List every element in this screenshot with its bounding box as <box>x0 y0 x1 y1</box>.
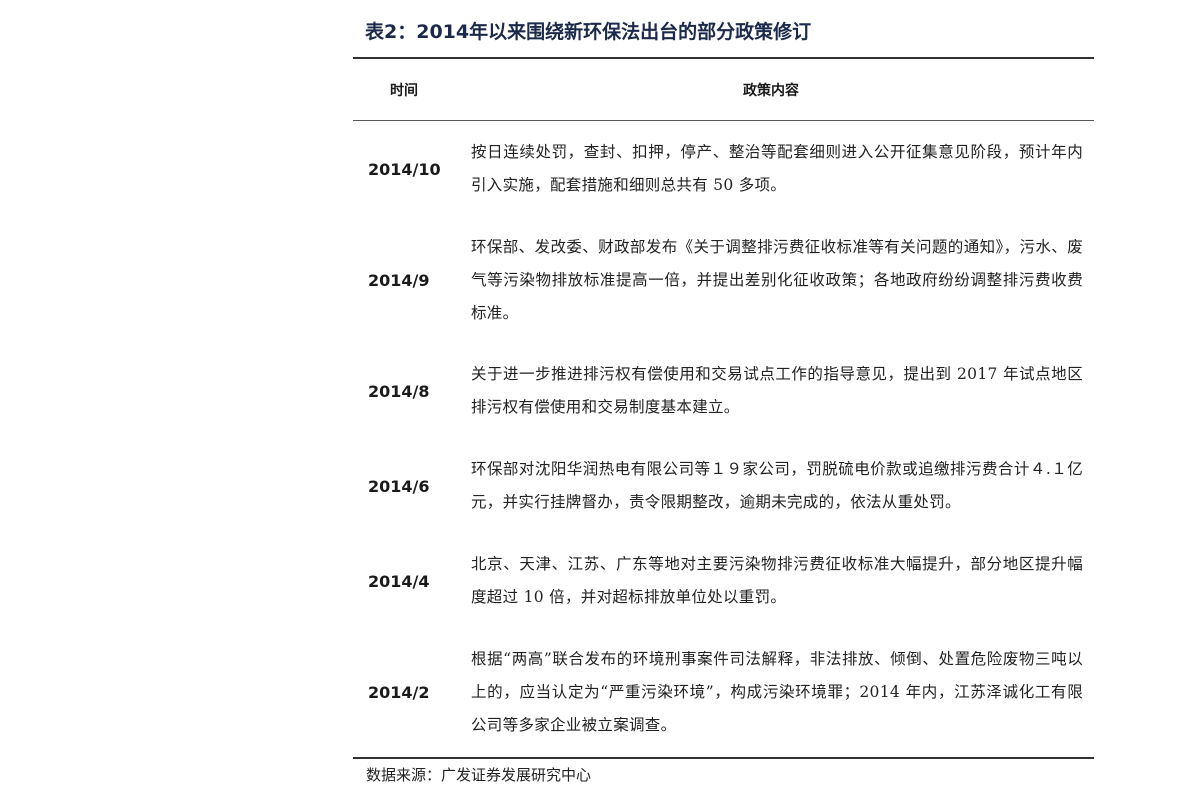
row-content: 按日连续处罚，查封、扣押，停产、整治等配套细则进入公开征集意见阶段，预计年内引入… <box>471 143 1083 194</box>
table-row: 2014/9 环保部、发改委、财政部发布《关于调整排污费征收标准等有关问题的通知… <box>353 231 1094 330</box>
row-date: 2014/6 <box>368 476 430 496</box>
column-header-date: 时间 <box>390 83 418 99</box>
row-date: 2014/10 <box>368 159 441 179</box>
table-row: 2014/4 北京、天津、江苏、广东等地对主要污染物排污费征收标准大幅提升，部分… <box>353 548 1094 614</box>
top-rule <box>353 57 1094 59</box>
row-date: 2014/2 <box>368 683 430 702</box>
table-title: 表2：2014年以来围绕新环保法出台的部分政策修订 <box>365 21 812 43</box>
row-date: 2014/4 <box>368 571 430 591</box>
row-content: 根据“两高”联合发布的环境刑事案件司法解释，非法排放、倾倒、处置危险废物三吨以上… <box>471 650 1083 734</box>
row-content: 北京、天津、江苏、广东等地对主要污染物排污费征收标准大幅提升，部分地区提升幅度超… <box>471 555 1083 606</box>
column-header-content: 政策内容 <box>743 83 799 99</box>
row-content: 环保部对沈阳华润热电有限公司等１９家公司，罚脱硫电价款或追缴排污费合计４.１亿元… <box>471 460 1083 511</box>
data-source-note: 数据来源：广发证券发展研究中心 <box>366 766 592 784</box>
table-row: 2014/8 关于进一步推进排污权有偿使用和交易试点工作的指导意见，提出到 20… <box>353 358 1094 424</box>
header-rule <box>353 120 1094 121</box>
table-row: 2014/10 按日连续处罚，查封、扣押，停产、整治等配套细则进入公开征集意见阶… <box>353 136 1094 202</box>
row-content: 关于进一步推进排污权有偿使用和交易试点工作的指导意见，提出到 2017 年试点地… <box>471 365 1083 416</box>
row-date: 2014/8 <box>368 381 430 401</box>
bottom-rule <box>353 757 1094 759</box>
row-date: 2014/9 <box>368 271 430 290</box>
table-row: 2014/2 根据“两高”联合发布的环境刑事案件司法解释，非法排放、倾倒、处置危… <box>353 643 1094 742</box>
table-row: 2014/6 环保部对沈阳华润热电有限公司等１９家公司，罚脱硫电价款或追缴排污费… <box>353 453 1094 519</box>
row-content: 环保部、发改委、财政部发布《关于调整排污费征收标准等有关问题的通知》，污水、废气… <box>471 238 1083 322</box>
